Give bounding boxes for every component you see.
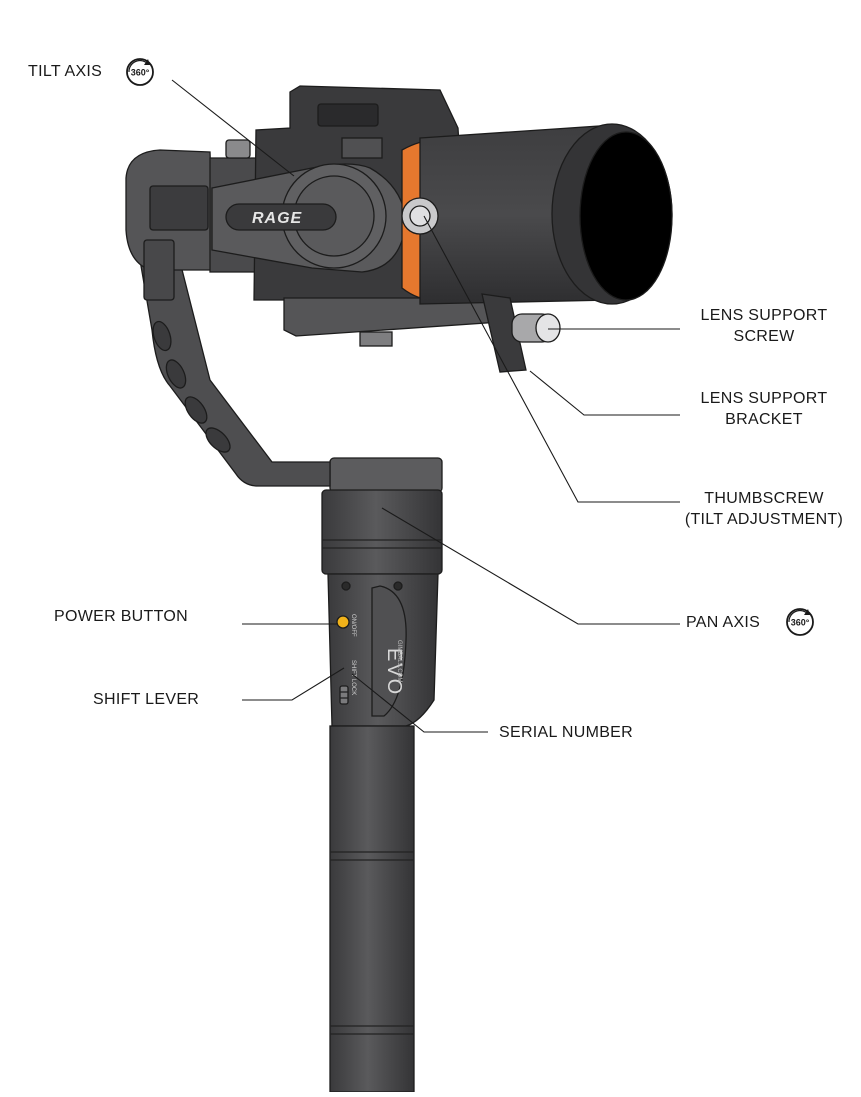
label-lens-support-bracket-line2: BRACKET [725, 411, 803, 428]
label-thumbscrew-line2: (TILT ADJUSTMENT) [684, 511, 844, 528]
label-lens-support-screw: LENS SUPPORT SCREW [680, 305, 848, 347]
label-lens-support-bracket: LENS SUPPORT BRACKET [680, 388, 848, 430]
handle-url-text: GIMBALS.COM [396, 640, 402, 682]
rotation-badge-text: 360° [791, 618, 810, 628]
lens-support [481, 293, 561, 373]
lens-front [579, 131, 673, 301]
lens [401, 123, 673, 305]
shift-label-text: SHIFT LOCK [350, 660, 356, 695]
pan-motor-top [329, 457, 443, 493]
leader-shift-lever [242, 667, 345, 701]
brand-plate [225, 203, 337, 231]
label-tilt-axis: TILT AXIS [28, 63, 103, 80]
label-lens-support-bracket-line1: LENS SUPPORT [700, 390, 828, 407]
lower-arm [139, 245, 331, 487]
label-lens-support-screw-line2: SCREW [733, 328, 795, 345]
shift-lever-shape [339, 685, 349, 705]
rotation-badge-text: 360° [131, 68, 150, 78]
rotation-360-icon: 360° [124, 56, 156, 93]
label-serial-number: SERIAL NUMBER [499, 724, 634, 741]
label-thumbscrew: THUMBSCREW (TILT ADJUSTMENT) [680, 488, 848, 530]
leader-thumbscrew [423, 215, 680, 503]
label-lens-support-screw-line1: LENS SUPPORT [700, 307, 828, 324]
tilt-motor [211, 139, 407, 273]
rotation-360-icon: 360° [784, 606, 816, 643]
handle-side-panel [371, 585, 407, 717]
switch-label-text: ON/OFF [350, 614, 356, 637]
pan-motor-housing [321, 489, 443, 575]
handle-brand-text: EVO [383, 648, 405, 696]
handle [321, 457, 443, 1093]
leader-pan-axis [381, 507, 680, 625]
label-power-button: POWER BUTTON [54, 608, 188, 625]
leader-lines [171, 79, 680, 733]
label-pan-axis: PAN AXIS [686, 614, 761, 631]
brand-plate-text: RAGE [252, 210, 303, 227]
handle-grip [329, 725, 415, 1093]
leader-tilt-axis [171, 79, 295, 177]
label-thumbscrew-line1: THUMBSCREW [704, 490, 824, 507]
label-shift-lever: SHIFT LEVER [93, 691, 200, 708]
leader-lens-support-bracket [529, 370, 680, 416]
camera-plate [283, 297, 501, 337]
power-button-shape [336, 615, 350, 629]
leader-serial-number [351, 673, 488, 733]
